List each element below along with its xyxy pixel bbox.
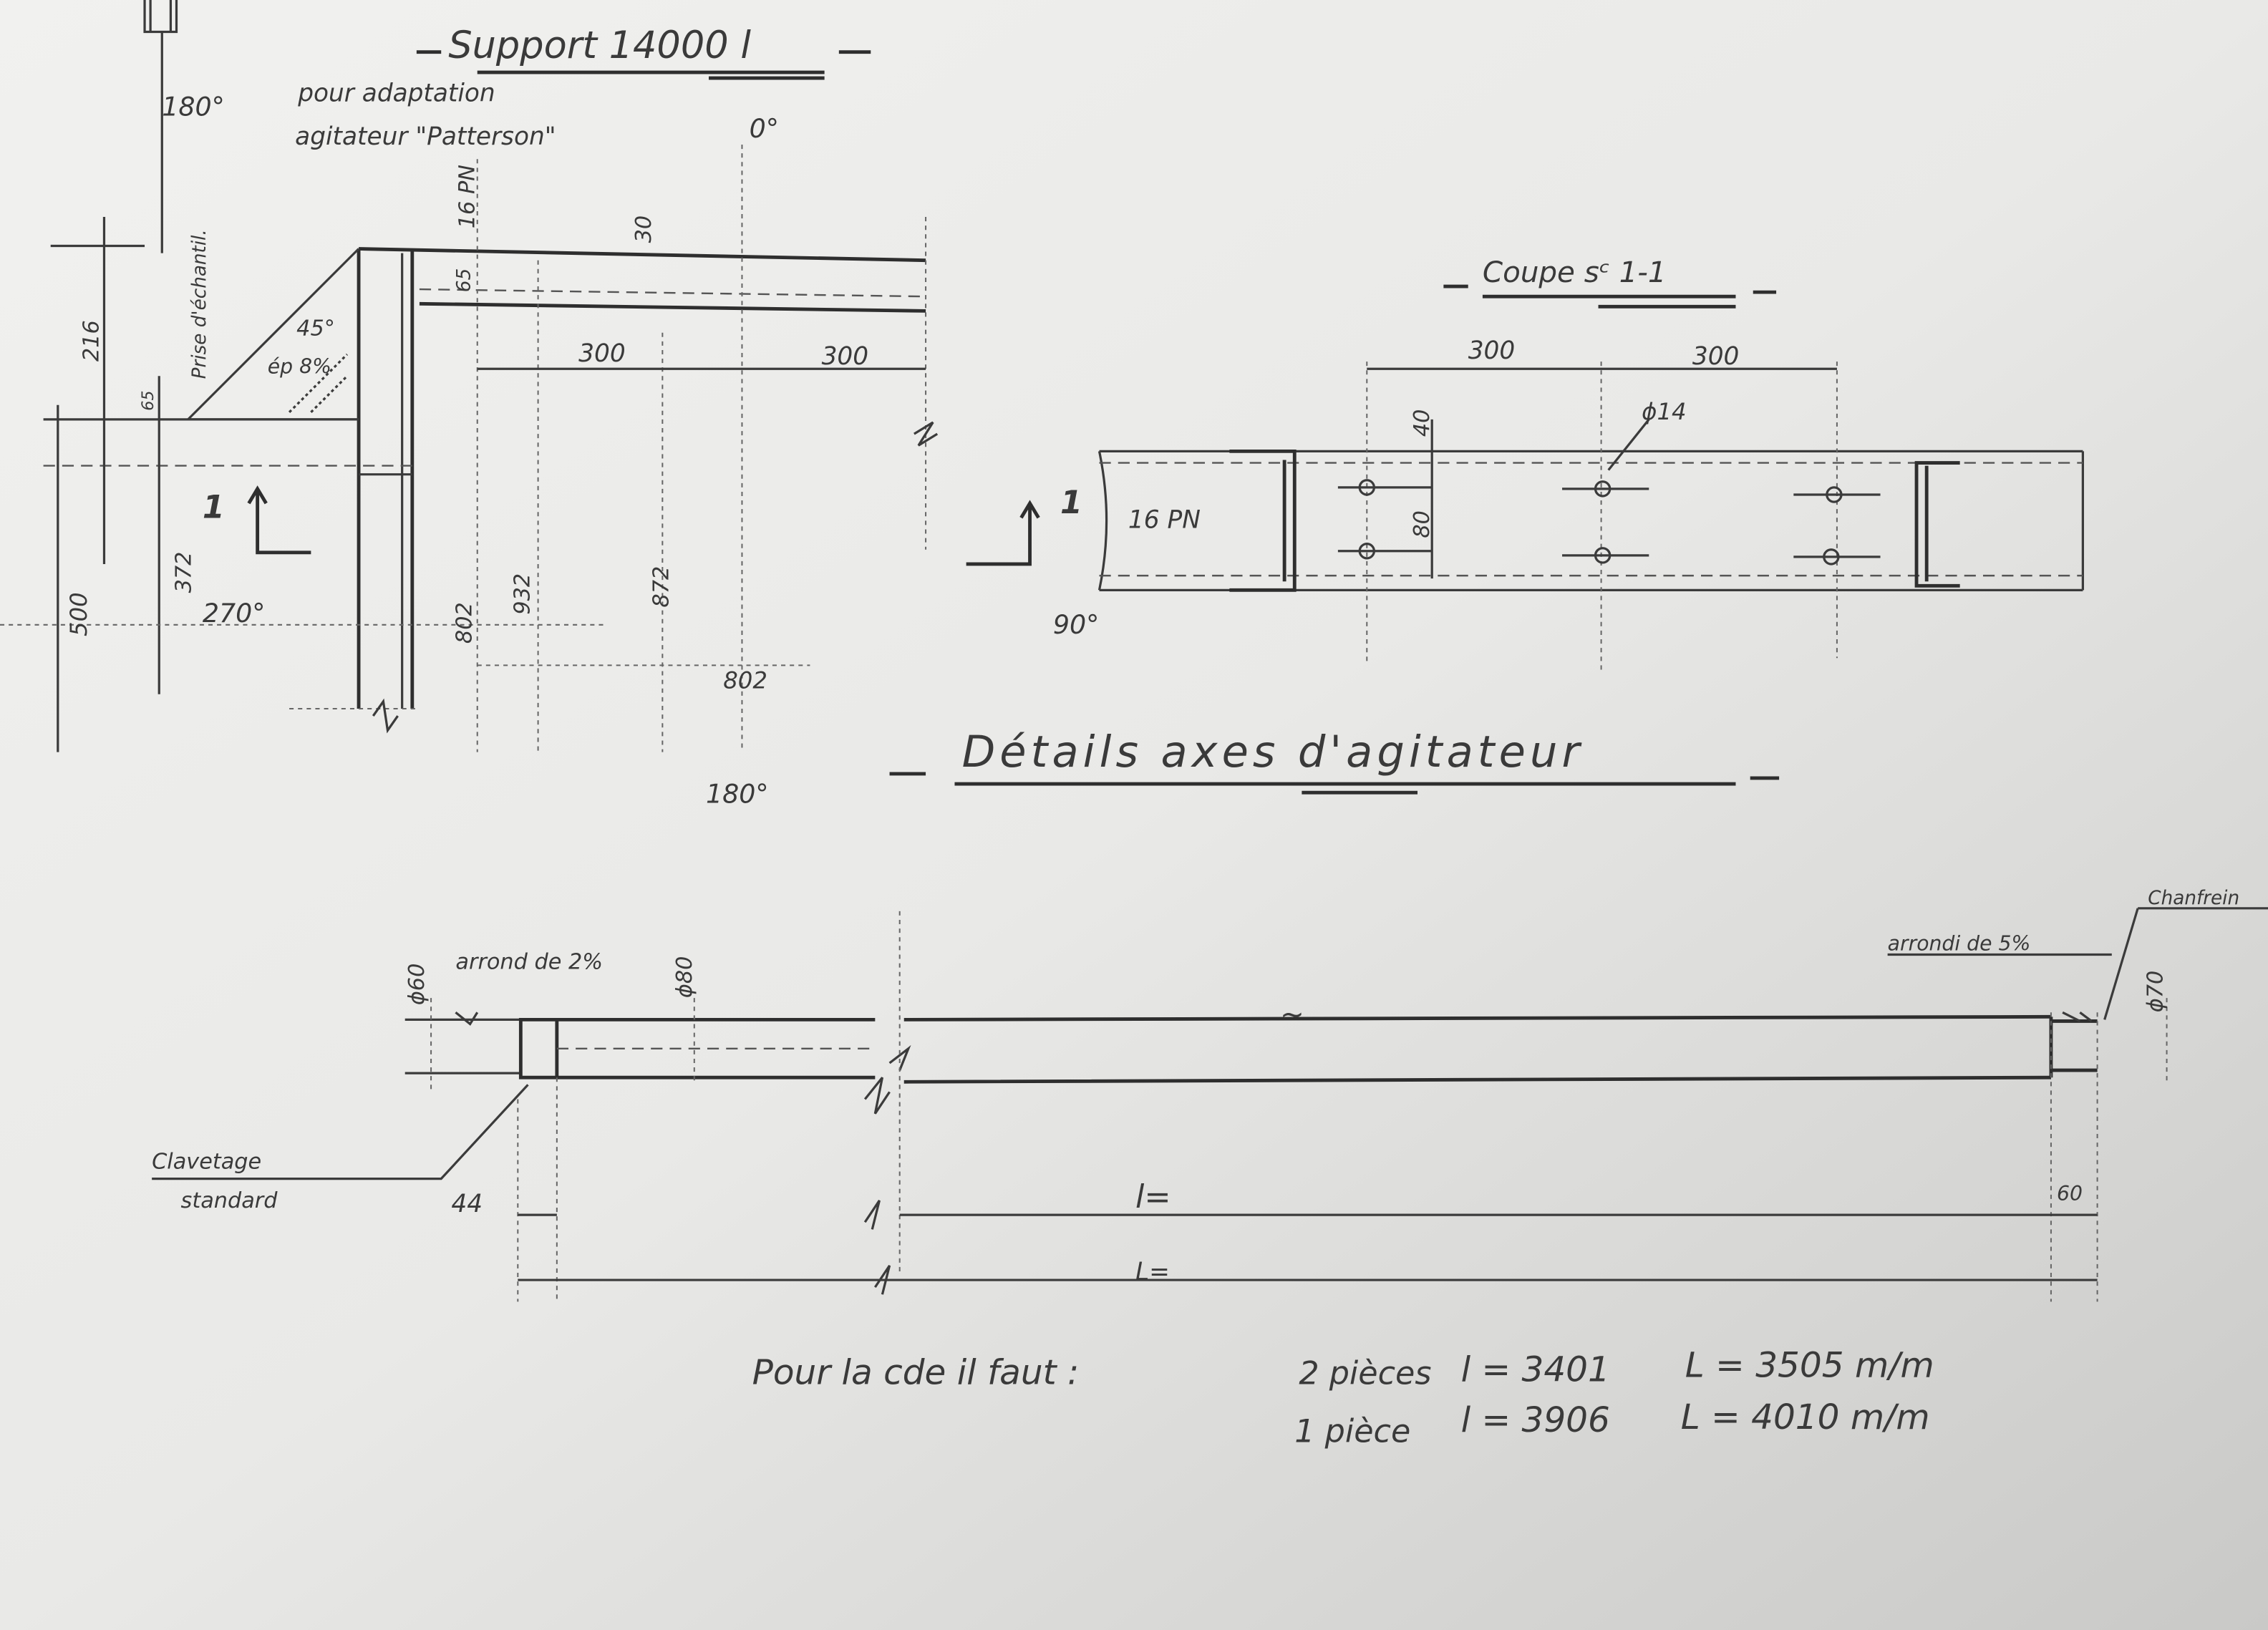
chamfer-note: Chanfrein — [2148, 888, 2239, 909]
order-line1-l: l = 3401 — [1461, 1349, 1610, 1389]
order-line1-L: L = 3505 m/m — [1685, 1345, 1934, 1385]
keyway-label-line1: Clavetage — [152, 1149, 261, 1174]
round-right-note: arrondi de 5% — [1888, 931, 2031, 955]
angle-180-bottom: 180° — [706, 778, 769, 809]
order-line2-l: l = 3906 — [1461, 1400, 1610, 1440]
dim-60: 60 — [2057, 1182, 2083, 1205]
dim-44: 44 — [451, 1190, 483, 1218]
keyway-label-line2: standard — [181, 1188, 278, 1213]
order-line2-L: L = 4010 m/m — [1681, 1397, 1930, 1437]
order-note-prefix: Pour la cde il faut : — [752, 1353, 1080, 1393]
coupe-section-mark: 1 — [1060, 485, 1082, 521]
coupe-title: Coupe sᶜ 1-1 — [1483, 255, 1667, 289]
bolt-hole — [1594, 480, 1612, 498]
dim-932: 932 — [510, 573, 535, 615]
dim-65-top: 65 — [454, 268, 475, 292]
coupe-dim-300-b: 300 — [1692, 342, 1740, 371]
dim-65-left: 65 — [139, 391, 158, 411]
order-line2-qty: 1 pièce — [1294, 1413, 1410, 1450]
bolt-hole — [1594, 547, 1612, 564]
shaft-dia-70: ϕ70 — [2143, 971, 2168, 1013]
profile-16pn-label: 16 PN — [455, 165, 480, 228]
bolt-hole — [1358, 543, 1376, 560]
angle-270: 270° — [203, 598, 266, 629]
dim-872: 872 — [649, 566, 674, 608]
coupe-dim-300-a: 300 — [1468, 336, 1516, 365]
shaft-dia-80: ϕ80 — [672, 956, 697, 999]
coupe-dim-80: 80 — [1410, 510, 1435, 538]
details-title: Détails axes d'agitateur — [962, 727, 1584, 777]
round-left-note: arrond de 2% — [455, 950, 603, 975]
shaft-dia-60: ϕ60 — [404, 964, 430, 1006]
support-plan-view — [0, 0, 939, 752]
angle-90: 90° — [1053, 609, 1099, 640]
sample-port-label: Prise d'échantil. — [189, 229, 210, 379]
angle-180-top: 180° — [162, 92, 225, 122]
support-note-line2: agitateur "Patterson" — [295, 122, 556, 151]
order-line1-qty: 2 pièces — [1299, 1356, 1431, 1392]
dim-l-label: l= — [1135, 1179, 1171, 1216]
dim-802-b: 802 — [723, 667, 767, 694]
dim-216: 216 — [79, 320, 104, 362]
bolt-hole — [1823, 548, 1840, 566]
section-arrow-1-right — [966, 500, 1040, 566]
dim-500: 500 — [65, 592, 92, 636]
coupe-hole-diameter: ϕ14 — [1642, 398, 1686, 425]
support-title: Support 14000 l — [448, 24, 751, 67]
gusset-thickness: ép 8% — [268, 354, 331, 378]
order-note: Pour la cde il faut : 2 pièces l = 3401 … — [752, 1345, 1934, 1450]
bolt-hole — [1358, 479, 1376, 496]
bolt-hole — [1826, 486, 1843, 503]
coupe-section-view — [966, 362, 2085, 673]
support-note-line1: pour adaptation — [297, 79, 495, 107]
dim-802-a: 802 — [452, 602, 478, 644]
gusset-angle: 45° — [296, 316, 335, 341]
dim-300-b: 300 — [822, 342, 869, 371]
angle-0: 0° — [750, 113, 779, 144]
dim-L-label: L= — [1135, 1258, 1170, 1286]
agitator-shaft — [152, 907, 2268, 1302]
dim-372: 372 — [172, 552, 197, 593]
coupe-profile-label: 16 PN — [1128, 505, 1201, 534]
coupe-dim-40: 40 — [1410, 409, 1435, 437]
section-arrow-1 — [247, 485, 311, 555]
dim-300-a: 300 — [578, 339, 626, 368]
shaft-tilde: ~ — [1280, 996, 1304, 1031]
dim-30: 30 — [631, 215, 656, 243]
section-mark-1: 1 — [203, 489, 225, 525]
